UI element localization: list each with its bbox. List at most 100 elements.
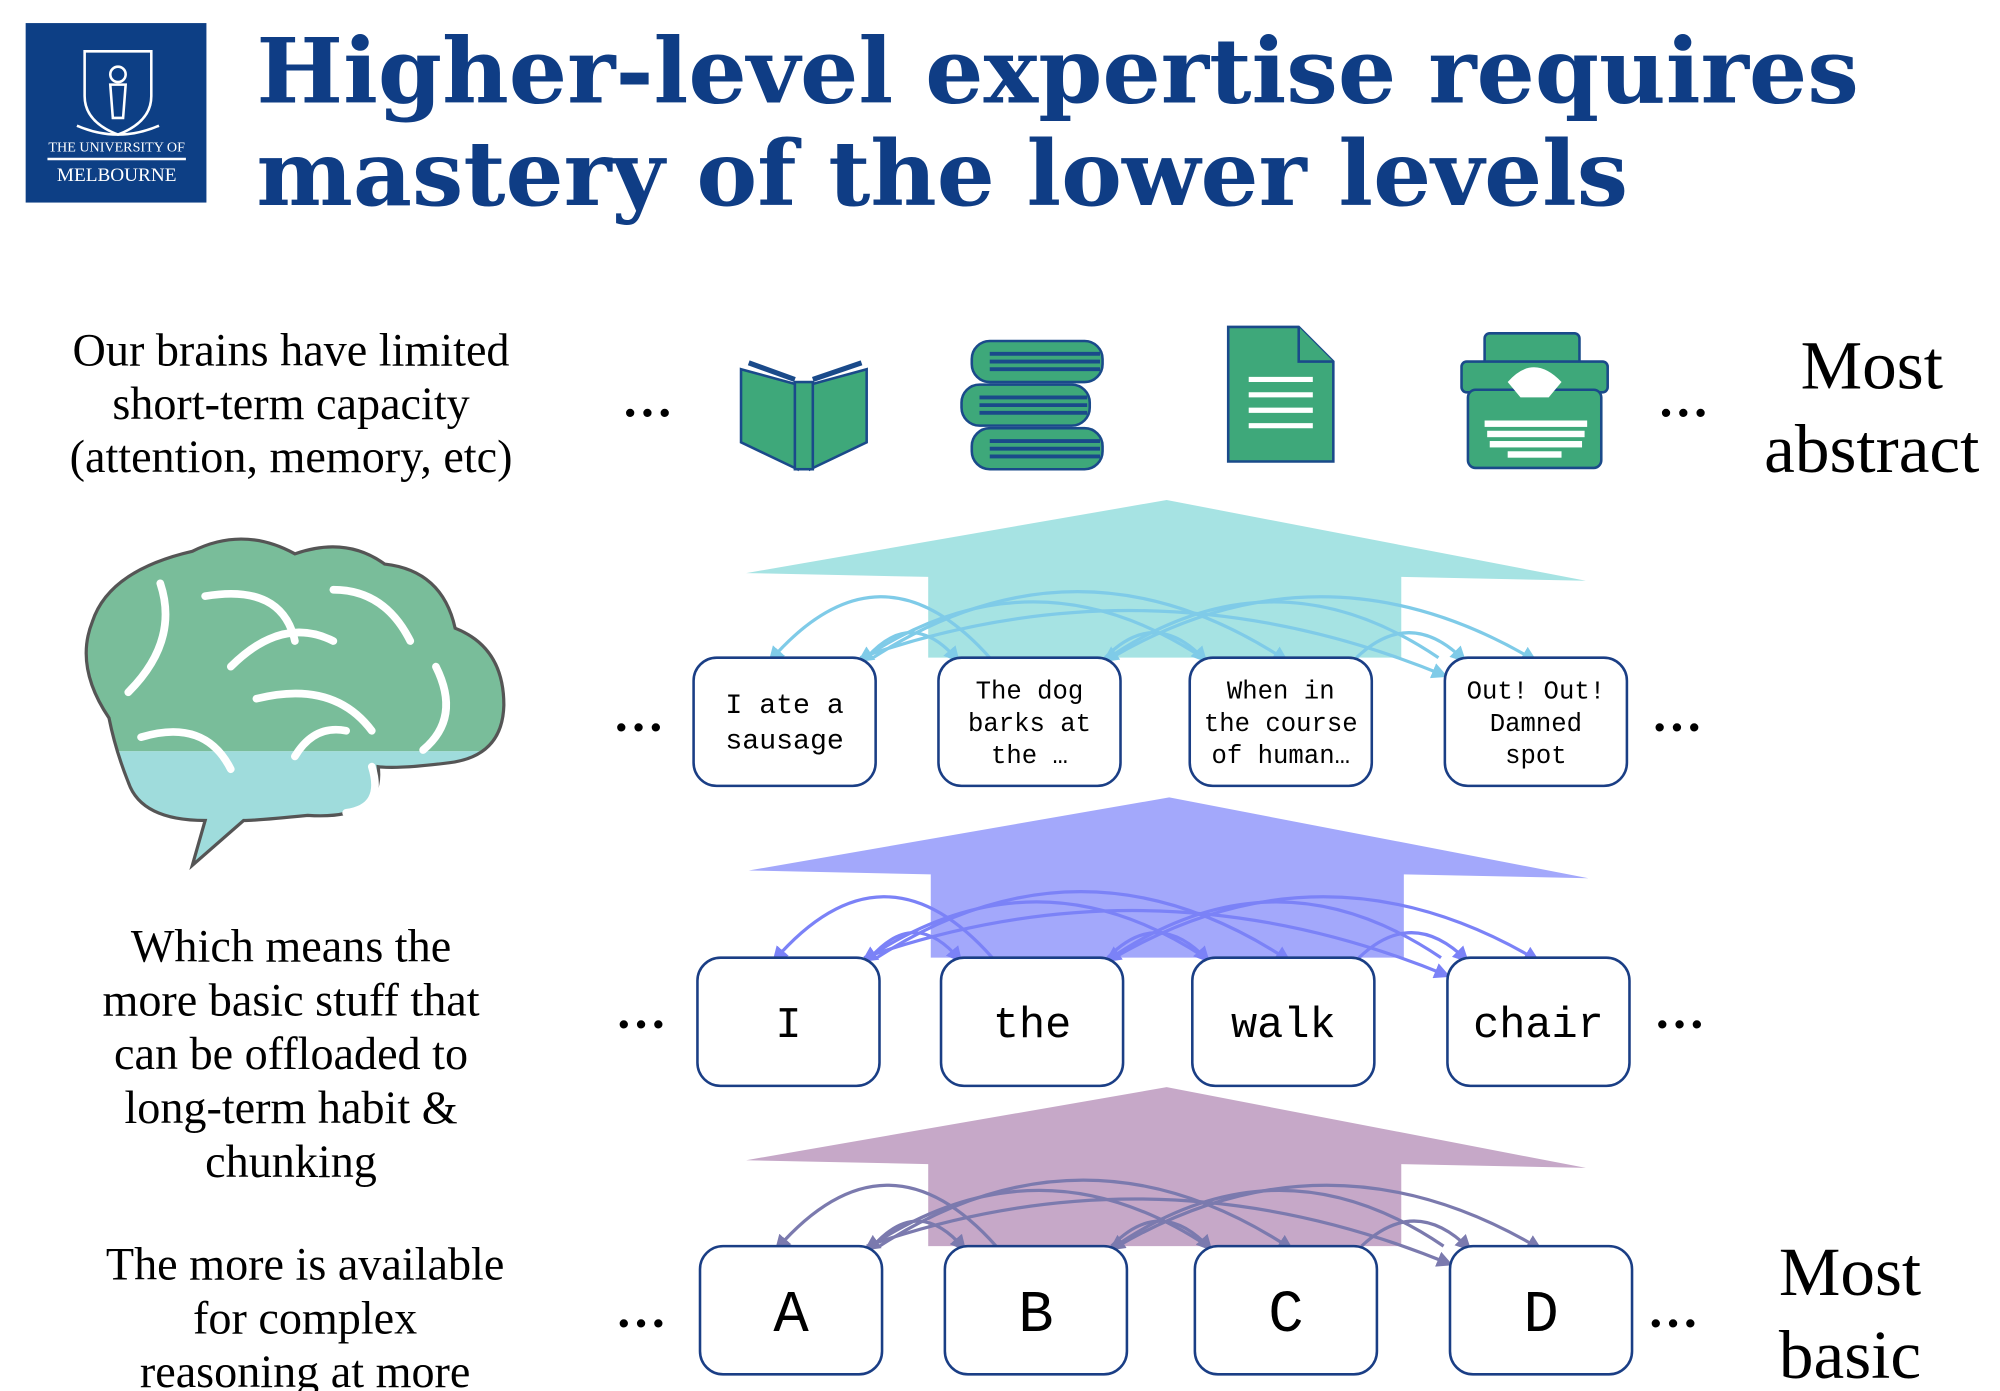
chunk-box-frame	[698, 1244, 884, 1376]
ellipsis: …	[615, 983, 666, 1040]
chunk-box: the	[939, 956, 1125, 1088]
chunk-box: The dog barks at the …	[937, 656, 1122, 788]
left-text-block2: Which means the more basic stuff that ca…	[102, 921, 479, 1187]
up-arrow	[746, 499, 1586, 658]
dependency-link	[865, 631, 960, 663]
ellipsis: …	[622, 372, 673, 429]
chunk-box: C	[1193, 1244, 1379, 1376]
dependency-link	[1110, 595, 1538, 662]
chunk-text: chair	[1473, 1002, 1604, 1051]
dependency-link	[1102, 600, 1440, 663]
chunk-text: B	[1018, 1282, 1053, 1349]
chunk-box-frame	[937, 656, 1122, 788]
dependency-link	[866, 1197, 1453, 1267]
text-line: long-term habit &	[124, 1082, 457, 1133]
chunk-text: the …	[991, 742, 1068, 771]
level-3: A B C D	[698, 1087, 1634, 1376]
ellipsis: …	[613, 686, 664, 743]
label-most-basic-1: Most	[1779, 1233, 1921, 1310]
dependency-link	[872, 590, 1289, 663]
text-line: reasoning at more	[140, 1346, 471, 1391]
chunk-box-frame	[692, 656, 877, 788]
chunk-box: I ate a sausage	[692, 656, 877, 788]
logo-line2: MELBOURNE	[57, 165, 177, 186]
levels: I ate a sausage The dog barks at the … When i…	[692, 499, 1634, 1376]
chunk-box-frame	[696, 956, 881, 1088]
text-line: short-term capacity	[112, 378, 469, 429]
document-icon	[1226, 325, 1335, 463]
crest-icon	[76, 49, 160, 136]
level-1: I ate a sausage The dog barks at the … When i…	[692, 499, 1629, 788]
book-stack-icon	[960, 339, 1104, 471]
text-line: (attention, memory, etc)	[70, 431, 513, 482]
chunk-box: B	[943, 1244, 1129, 1376]
chunk-box: When in the course of human…	[1188, 656, 1374, 788]
chunk-box-frame	[1188, 656, 1374, 788]
dependency-link	[1108, 1188, 1445, 1251]
brain-illustration	[84, 537, 506, 867]
chunk-box: I	[696, 956, 881, 1088]
chunk-text: sausage	[725, 727, 843, 758]
text-line: Which means the	[131, 921, 451, 972]
ellipsis: …	[1658, 372, 1709, 429]
chunk-text: of human…	[1212, 742, 1350, 771]
typewriter-icon	[1460, 332, 1609, 470]
chunk-text: A	[773, 1282, 809, 1349]
chunk-box-frame	[943, 1244, 1129, 1376]
text-line: can be offloaded to	[114, 1028, 468, 1079]
text-line: Our brains have limited	[73, 324, 510, 375]
chunk-text: spot	[1505, 742, 1567, 771]
chunk-text: C	[1268, 1282, 1303, 1349]
dependency-link	[878, 1178, 1294, 1251]
chunk-text: I ate a	[725, 691, 843, 722]
ellipsis: …	[1651, 686, 1702, 743]
chunk-box-frame	[1448, 1244, 1634, 1376]
dependency-link	[857, 600, 1204, 663]
chunk-text: I	[775, 1002, 801, 1051]
left-text-block1: Our brains have limited short-term capac…	[70, 324, 513, 481]
up-arrow	[748, 797, 1589, 958]
dependency-link	[861, 900, 1207, 963]
text-line: The more is available	[106, 1238, 504, 1289]
label-most-basic-2: basic	[1779, 1316, 1921, 1391]
logo-line1: THE UNIVERSITY OF	[48, 139, 185, 155]
dependency-link	[859, 609, 1448, 679]
dependency-link	[876, 890, 1292, 963]
chunk-text: barks at	[968, 710, 1091, 739]
chunk-text: D	[1523, 1282, 1558, 1349]
chunk-box-frame	[1446, 956, 1631, 1088]
text-line: for complex	[193, 1292, 417, 1343]
chunk-text: When in	[1227, 678, 1335, 707]
university-logo: THE UNIVERSITY OF MELBOURNE	[25, 23, 207, 203]
chunk-text: the	[993, 1002, 1071, 1051]
ellipsis: …	[1654, 983, 1705, 1040]
chunk-box-frame	[939, 956, 1125, 1088]
chunk-text: walk	[1231, 1002, 1336, 1051]
chunk-text: The dog	[976, 678, 1084, 707]
label-most-abstract-2: abstract	[1764, 410, 1979, 487]
ellipsis: …	[615, 1282, 666, 1339]
chunk-box-frame	[1193, 1244, 1379, 1376]
dependency-link	[1113, 895, 1540, 962]
chunk-text: the course	[1204, 710, 1358, 739]
chunk-box: A	[698, 1244, 884, 1376]
chunk-text: Out! Out!	[1467, 678, 1605, 707]
dependency-link	[863, 909, 1451, 979]
open-book-icon	[739, 360, 868, 472]
chunk-box-frame	[1443, 656, 1629, 788]
text-line: chunking	[205, 1136, 377, 1187]
title-line2: mastery of the lower levels	[256, 122, 1628, 227]
chunk-box: chair	[1446, 956, 1631, 1088]
label-most-abstract-1: Most	[1801, 326, 1943, 403]
ellipsis: …	[1647, 1282, 1698, 1339]
chunk-box: D	[1448, 1244, 1634, 1376]
chunk-box-frame	[1191, 956, 1376, 1088]
dependency-link	[869, 931, 963, 963]
chunk-box: walk	[1191, 956, 1376, 1088]
title-line1: Higher-level expertise requires	[256, 20, 1859, 125]
text-line: more basic stuff that	[102, 974, 479, 1025]
dependency-link	[1117, 1183, 1543, 1251]
